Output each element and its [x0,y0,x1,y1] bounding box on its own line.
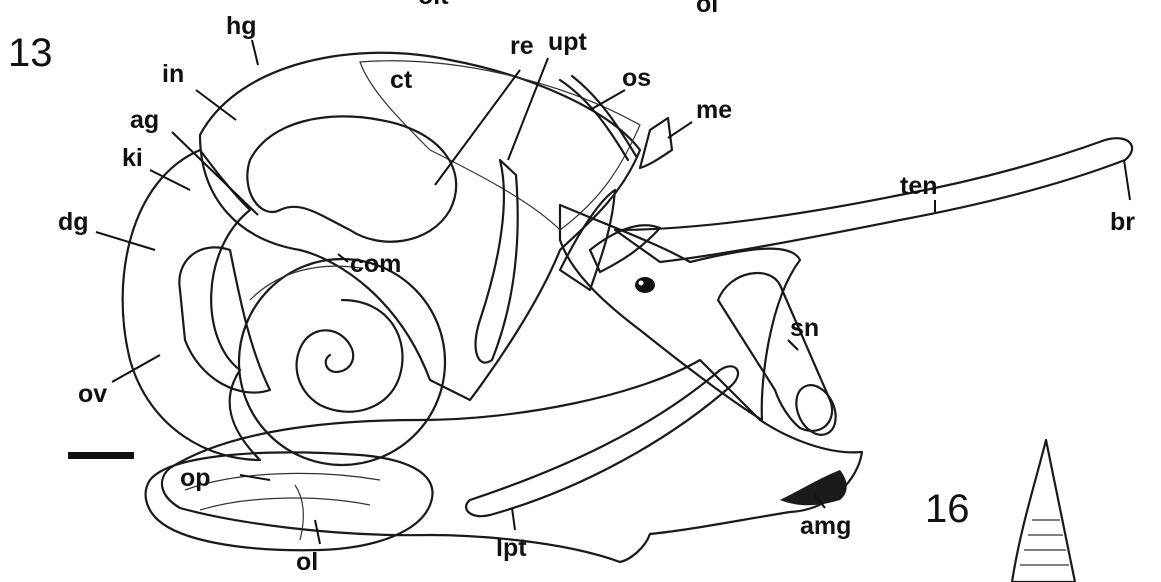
label-ct: ct [390,66,413,94]
eye-highlight [639,281,644,286]
eye [635,277,655,293]
label-sn: sn [790,314,819,342]
head [560,205,800,420]
figure-number-16: 16 [925,487,970,531]
label-ki: ki [122,144,143,172]
label-op: op [180,464,211,492]
snout [718,273,832,431]
shell-spiral [123,150,445,465]
label-ov: ov [78,380,107,408]
label-os: os [622,64,651,92]
tentacle [615,138,1132,262]
upper-pallial-tentacle [476,160,518,363]
scale-bar [68,452,134,459]
label-ten: ten [900,172,938,200]
anterior-mucous-gland [780,470,847,505]
label-in: in [162,60,184,88]
lower-pallial-tentacle [466,366,738,516]
label-ag: ag [130,106,159,134]
label-upt: upt [548,28,588,56]
label-hg: hg [226,12,257,40]
label-ol-cut: ol [696,0,718,18]
label-ol: ol [296,548,318,576]
mantle-edge [640,118,672,168]
label-lpt: lpt [496,534,527,562]
intestine-lobe [247,116,456,241]
label-com: com [350,250,401,278]
snout-tip [789,379,844,441]
label-olt-cut: olt [418,0,449,10]
label-me: me [696,96,732,124]
label-dg: dg [58,208,89,236]
leader-lines [96,40,1130,544]
label-re: re [510,32,534,60]
label-br: br [1110,208,1135,236]
visceral-mass [200,53,640,400]
inset-radula-tooth [1012,440,1075,582]
figure-number-13: 13 [8,31,53,75]
label-amg: amg [800,512,851,540]
